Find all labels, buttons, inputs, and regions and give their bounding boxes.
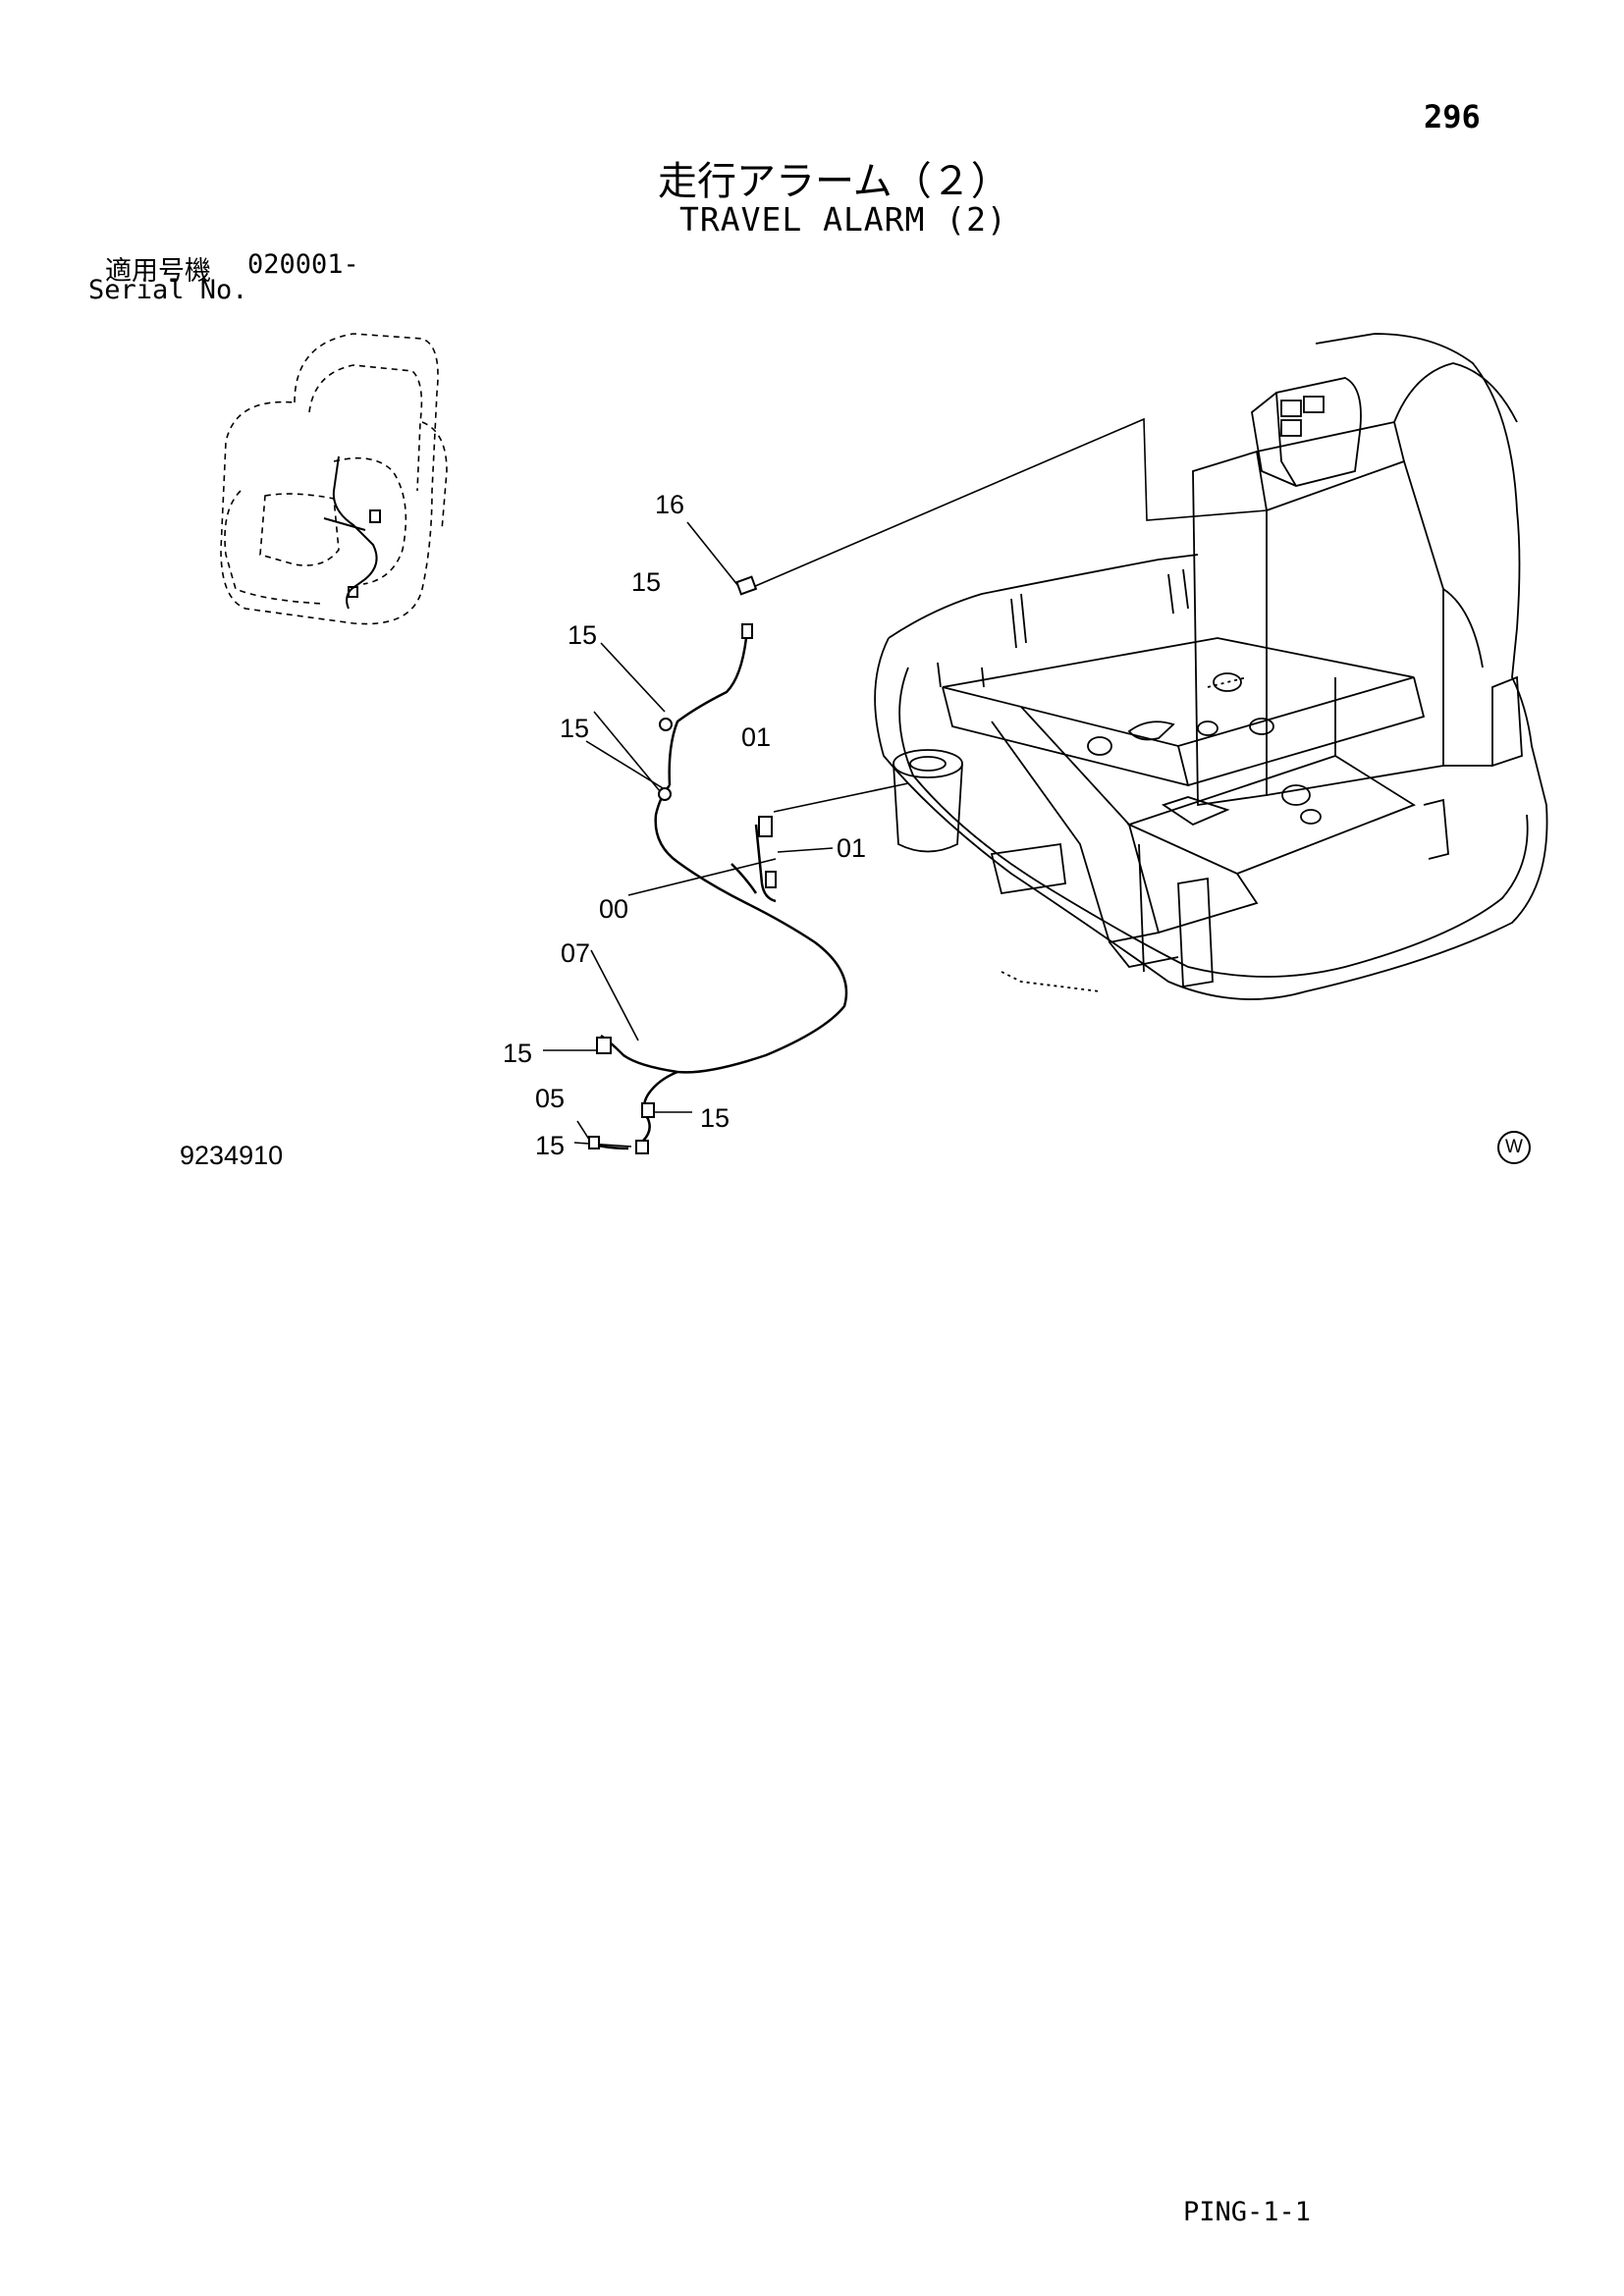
upper-frame-illustration <box>874 333 1548 1000</box>
seat-inset-illustration <box>220 333 448 625</box>
callout-15: 15 <box>631 567 661 597</box>
callout-00: 00 <box>599 894 628 924</box>
circled-w-mark: W <box>1497 1131 1531 1164</box>
page-title-japanese: 走行アラーム（２） <box>658 159 1010 204</box>
part-callouts: 16 15 15 15 01 01 00 07 15 05 15 15 <box>503 490 866 1160</box>
callout-07: 07 <box>561 938 590 968</box>
callout-01: 01 <box>837 833 866 863</box>
serial-label-japanese: 適用号機 <box>105 256 211 287</box>
callout-15: 15 <box>700 1103 730 1133</box>
callout-16: 16 <box>655 490 684 519</box>
callout-15: 15 <box>535 1131 565 1160</box>
page-number: 296 <box>1424 98 1481 135</box>
page-title-english: TRAVEL ALARM (2) <box>679 200 1007 239</box>
leader-lines <box>543 417 1268 1148</box>
parts-diagram: 16 15 15 15 01 01 00 07 15 05 15 15 <box>220 333 1548 1160</box>
drawing-number: 9234910 <box>180 1141 284 1170</box>
callout-15: 15 <box>503 1039 532 1068</box>
callout-15: 15 <box>560 714 589 743</box>
harness-connectors <box>588 575 777 1154</box>
footer-code: PING-1-1 <box>1183 2197 1312 2227</box>
serial-range: 020001- <box>247 249 359 280</box>
serial-label-english: Serial No. <box>88 275 248 305</box>
travel-alarm-harness <box>588 637 848 1150</box>
callout-05: 05 <box>535 1084 565 1113</box>
callout-01: 01 <box>741 722 771 752</box>
seat-harness <box>323 455 381 610</box>
callout-15: 15 <box>568 620 597 650</box>
